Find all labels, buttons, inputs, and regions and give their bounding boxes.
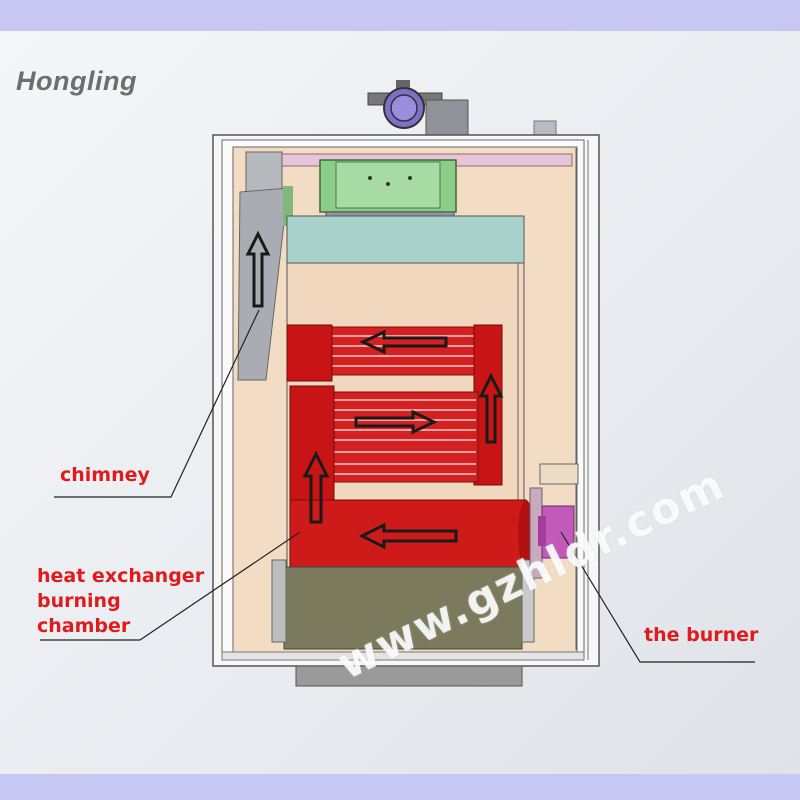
burner-label: the burner <box>644 624 759 646</box>
flow-arrow-left-icon <box>359 329 448 355</box>
burner <box>529 463 579 579</box>
hongling-logo: Hongling <box>16 66 137 96</box>
bottom-border-band <box>0 774 800 800</box>
fan-housing <box>319 159 457 213</box>
top-plenum <box>286 215 525 264</box>
heat-exchanger-leader <box>40 531 301 641</box>
chimney-label: chimney <box>60 464 150 486</box>
top-border-band <box>0 0 800 31</box>
base-plinth <box>295 665 523 687</box>
top-pipe-flange <box>367 80 469 143</box>
heat-exchanger-label-line3: chamber <box>37 615 131 637</box>
burner-leader <box>560 531 755 663</box>
leader-lines <box>40 309 755 663</box>
flow-arrow-up-icon <box>245 230 271 308</box>
flow-arrow-left-icon <box>358 522 458 550</box>
flow-arrow-up-icon <box>302 450 330 524</box>
heat-exchanger-label-line1: heat exchanger <box>37 565 205 587</box>
flow-arrow-right-icon <box>354 409 438 435</box>
chimney-leader <box>54 309 260 498</box>
burning-chamber-base <box>271 559 535 650</box>
flow-arrows <box>245 230 504 550</box>
heat-exchanger-label: heat exchanger burning chamber <box>37 564 204 639</box>
heat-exchanger-label-line2: burning <box>37 590 121 612</box>
heat-exchanger <box>286 324 534 569</box>
flow-arrow-up-icon <box>478 372 504 444</box>
